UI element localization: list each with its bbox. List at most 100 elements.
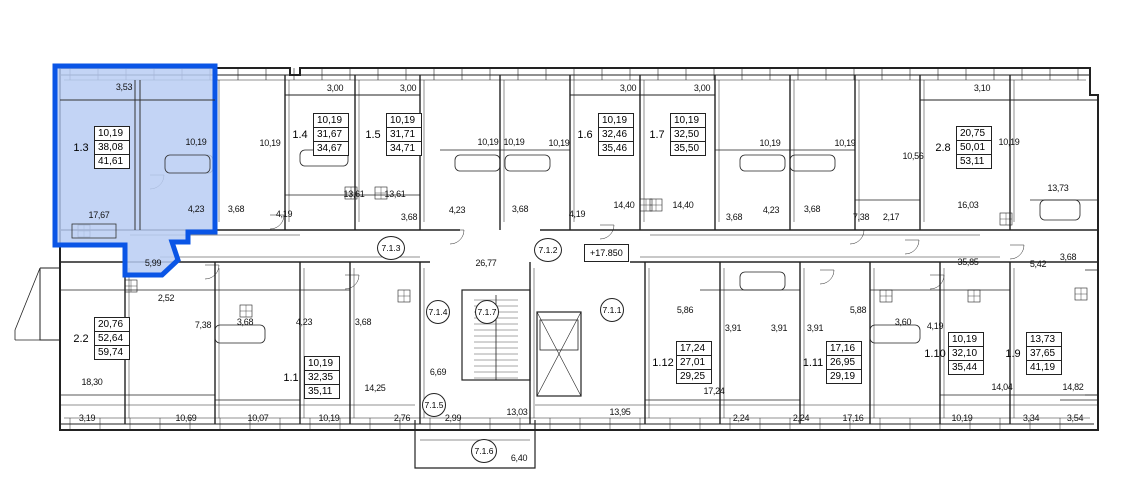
unit-area-living: 10,19 (98, 128, 124, 139)
highlighted-apartment[interactable] (52, 63, 218, 278)
dimension-label: 13,61 (384, 189, 406, 199)
unit-area-with-balcony: 53,11 (957, 154, 991, 168)
unit-area-total: 31,67 (314, 127, 348, 141)
dimension-label: 6,40 (510, 453, 528, 463)
dimension-label: 13,03 (506, 407, 528, 417)
unit-areas: 10,19 38,08 41,61 (94, 126, 130, 169)
dimension-label: 5,88 (849, 305, 867, 315)
unit-area-total: 27,01 (677, 355, 711, 369)
unit-areas: 10,19 31,71 34,71 (386, 113, 422, 156)
unit-area-total: 38,08 (95, 140, 129, 154)
dimension-label: 17,67 (88, 210, 110, 220)
unit-area-total: 32,10 (949, 346, 983, 360)
unit-areas: 10,19 32,46 35,46 (598, 113, 634, 156)
unit-area-total: 32,50 (671, 127, 705, 141)
room-tag-7-1-2: 7.1.2 (534, 238, 562, 262)
unit-area-living: 10,19 (602, 115, 628, 126)
dimension-label: 3,68 (511, 204, 529, 214)
dimension-label: 3,68 (725, 212, 743, 222)
dimension-label: 3,68 (400, 212, 418, 222)
unit-box-1-3[interactable]: 1.3 10,19 38,08 41,61 (68, 126, 130, 169)
unit-box-1-5[interactable]: 1.5 10,19 31,71 34,71 (360, 113, 422, 156)
dimension-label: 10,19 (548, 138, 570, 148)
dimension-label: 3,00 (399, 83, 417, 93)
unit-area-living: 10,19 (308, 358, 334, 369)
dimension-label: 3,91 (770, 323, 788, 333)
dimension-label: 2,76 (393, 413, 411, 423)
dimension-label: 10,69 (175, 413, 197, 423)
unit-area-living: 13,73 (1030, 334, 1056, 345)
dimension-label: 3,60 (894, 317, 912, 327)
unit-areas: 10,19 32,35 35,11 (304, 356, 340, 399)
dimension-label: 10,19 (185, 137, 207, 147)
dimension-label: 10,19 (759, 138, 781, 148)
unit-box-2-8[interactable]: 2.8 20,75 50,01 53,11 (930, 126, 992, 169)
unit-area-living: 10,19 (317, 115, 343, 126)
unit-id: 2.8 (935, 141, 951, 154)
unit-areas: 10,19 32,50 35,50 (670, 113, 706, 156)
unit-area-with-balcony: 35,11 (305, 384, 339, 398)
room-tag-7-1-6: 7.1.6 (471, 439, 497, 463)
unit-box-1-4[interactable]: 1.4 10,19 31,67 34,67 (287, 113, 349, 156)
unit-box-1-6[interactable]: 1.6 10,19 32,46 35,46 (572, 113, 634, 156)
dimension-label: 10,19 (503, 137, 525, 147)
dimension-label: 4,23 (448, 205, 466, 215)
unit-area-total: 31,71 (387, 127, 421, 141)
dimension-label: 18,30 (81, 377, 103, 387)
dimension-label: 10,19 (477, 137, 499, 147)
unit-box-1-1[interactable]: 1.1 10,19 32,35 35,11 (278, 356, 340, 399)
dimension-label: 3,00 (619, 83, 637, 93)
room-tag-7-1-4: 7.1.4 (426, 300, 450, 324)
dimension-label: 3,68 (803, 204, 821, 214)
unit-areas: 17,24 27,01 29,25 (676, 341, 712, 384)
dimension-label: 10,19 (318, 413, 340, 423)
dimension-label: 10,19 (834, 138, 856, 148)
unit-area-living: 17,16 (830, 343, 856, 354)
dimension-label: 2,99 (444, 413, 462, 423)
unit-box-1-12[interactable]: 1.12 17,24 27,01 29,25 (650, 341, 712, 384)
room-tag-7-1-5: 7.1.5 (422, 393, 446, 417)
dimension-label: 7,38 (852, 212, 870, 222)
dimension-label: 4,23 (762, 205, 780, 215)
room-tag-7-1-3: 7.1.3 (377, 236, 405, 260)
unit-areas: 20,76 52,64 59,74 (94, 317, 130, 360)
dimension-label: 3,68 (354, 317, 372, 327)
dimension-label: 4,23 (295, 317, 313, 327)
dimension-label: 17,24 (703, 386, 725, 396)
dimension-label: 3,00 (326, 83, 344, 93)
unit-area-total: 50,01 (957, 140, 991, 154)
unit-box-1-7[interactable]: 1.7 10,19 32,50 35,50 (644, 113, 706, 156)
unit-area-with-balcony: 29,19 (827, 369, 861, 383)
unit-areas: 17,16 26,95 29,19 (826, 341, 862, 384)
dimension-label: 3,34 (1022, 413, 1040, 423)
unit-area-living: 17,24 (680, 343, 706, 354)
unit-box-1-11[interactable]: 1.11 17,16 26,95 29,19 (800, 341, 862, 384)
dimension-label: 14,40 (613, 200, 635, 210)
dimension-label: 3,00 (693, 83, 711, 93)
unit-box-2-2[interactable]: 2.2 20,76 52,64 59,74 (68, 317, 130, 360)
dimension-label: 5,42 (1029, 259, 1047, 269)
unit-box-1-10[interactable]: 1.10 10,19 32,10 35,44 (922, 332, 984, 375)
room-tag-7-1-1: 7.1.1 (600, 298, 624, 322)
unit-area-with-balcony: 35,46 (599, 141, 633, 155)
unit-area-with-balcony: 34,67 (314, 141, 348, 155)
unit-area-with-balcony: 41,19 (1027, 360, 1061, 374)
dimension-label: 2,24 (792, 413, 810, 423)
dimension-label: 26,77 (475, 258, 497, 268)
dimension-label: 4,23 (187, 204, 205, 214)
unit-box-1-9[interactable]: 1.9 13,73 37,65 41,19 (1000, 332, 1062, 375)
dimension-label: 5,86 (676, 305, 694, 315)
dimension-label: 10,56 (902, 151, 924, 161)
dimension-label: 3,68 (227, 204, 245, 214)
dimension-label: 3,68 (236, 317, 254, 327)
unit-areas: 13,73 37,65 41,19 (1026, 332, 1062, 375)
unit-area-total: 26,95 (827, 355, 861, 369)
dimension-label: 2,17 (882, 212, 900, 222)
unit-id: 1.1 (283, 371, 299, 384)
unit-id: 2.2 (73, 332, 89, 345)
dimension-label: 4,19 (568, 209, 586, 219)
unit-area-with-balcony: 35,50 (671, 141, 705, 155)
dimension-label: 4,19 (926, 321, 944, 331)
dimension-label: 4,19 (275, 209, 293, 219)
